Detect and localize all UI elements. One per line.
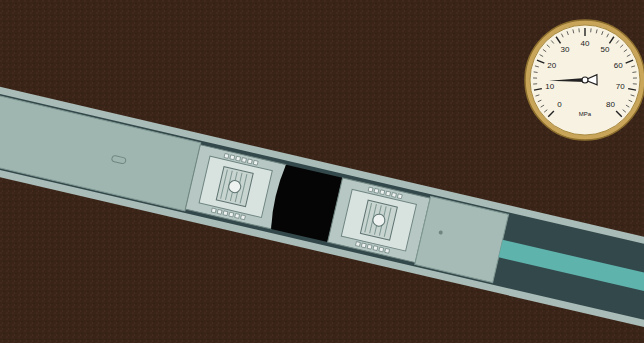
gauge-tick — [534, 71, 538, 73]
gauge-tick — [596, 29, 598, 33]
gauge-tick — [538, 100, 542, 102]
gauge-tick — [631, 66, 635, 67]
gauge-tick — [602, 31, 603, 35]
dial-number: 30 — [561, 46, 570, 54]
pressure-gauge — [525, 20, 644, 140]
gauge-tick — [556, 37, 560, 44]
gauge-tick — [623, 110, 626, 112]
gauge-tick — [627, 55, 630, 57]
dial-number: 50 — [601, 46, 610, 54]
gauge-tick — [547, 45, 550, 48]
gauge-tick — [561, 34, 563, 38]
gauge-needle — [549, 78, 585, 82]
lower-sub — [415, 196, 509, 282]
gauge-tick — [533, 77, 537, 78]
gauge-tick — [572, 29, 574, 33]
gauge-tick — [548, 111, 554, 117]
dial-number: 10 — [545, 83, 554, 91]
dial-number: 70 — [616, 83, 625, 91]
slip-assembly — [185, 145, 286, 229]
gauge-tick — [633, 77, 637, 78]
gauge-tick — [578, 28, 579, 32]
port — [111, 155, 126, 164]
gauge-tick — [535, 66, 539, 67]
gauge-tick — [626, 60, 633, 63]
unit-label: MPa — [579, 111, 591, 117]
gauge-tick — [551, 40, 554, 43]
gauge-tick — [631, 95, 635, 96]
gauge-tick — [534, 89, 542, 91]
gauge-tick — [607, 34, 609, 38]
gauge-tick — [537, 60, 544, 63]
gauge-tick — [609, 37, 613, 44]
gauge-tick — [624, 49, 627, 51]
gauge-tick — [628, 89, 636, 91]
gauge-tick — [590, 28, 591, 32]
gauge-tick — [567, 31, 568, 35]
gauge-tick — [629, 100, 633, 102]
gauge-tick — [616, 111, 622, 117]
gauge-tick — [616, 40, 619, 43]
gauge-tick — [541, 105, 544, 107]
gauge-tick — [632, 71, 636, 73]
gauge-tick — [626, 105, 629, 107]
tubing — [499, 240, 644, 307]
dial-number: 60 — [614, 62, 623, 70]
slip-assembly — [328, 178, 431, 263]
dial-number: 0 — [557, 101, 561, 109]
dial-number: 40 — [581, 40, 590, 48]
gauge-tick — [633, 83, 637, 84]
gauge-tick — [536, 95, 540, 96]
gauge-tick — [543, 49, 546, 51]
upper-sub — [0, 89, 201, 211]
gauge-tick — [533, 83, 537, 84]
gauge-hub — [582, 77, 588, 83]
gauge-tick — [540, 55, 543, 57]
gauge-tick — [544, 110, 547, 112]
gauge-tick — [620, 45, 623, 48]
gauge-tick — [584, 28, 585, 36]
dial-number: 80 — [606, 101, 615, 109]
dial-number: 20 — [547, 62, 556, 70]
